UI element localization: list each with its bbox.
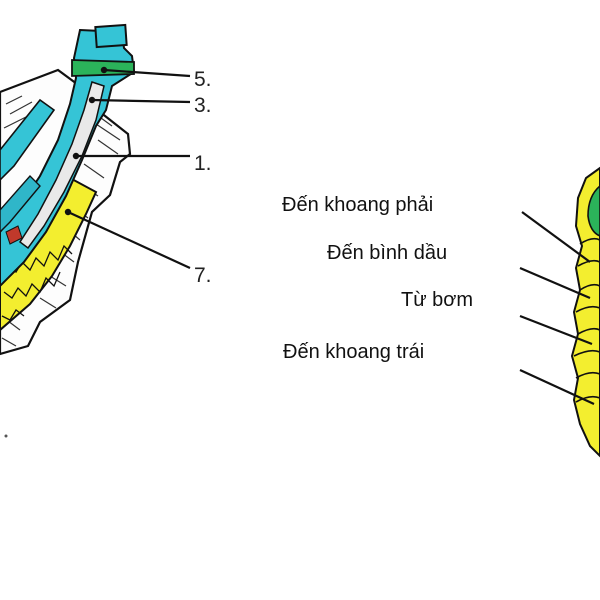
- callout-5: 5.: [194, 68, 212, 91]
- red-detail: [5, 225, 23, 245]
- coil-grooves: [573, 237, 600, 403]
- stray-dot: [4, 434, 8, 438]
- label-from-pump: Từ bơm: [401, 289, 473, 311]
- label-to-left-chamber: Đến khoang trái: [283, 341, 424, 363]
- right-port-body: [519, 166, 600, 458]
- label-to-oil-tank: Đến bình dầu: [327, 242, 447, 264]
- green-port-cap: [587, 184, 600, 237]
- cyan-blade-lower: [0, 174, 41, 233]
- spool-bore: [18, 81, 105, 250]
- callout-1: 1.: [194, 152, 212, 175]
- yellow-sleeve: [0, 176, 98, 332]
- label-to-right-chamber: Đến khoang phải: [282, 194, 433, 216]
- port-leaders: [519, 211, 595, 405]
- left-valve-section: 5. 3. 1. 7.: [0, 23, 212, 438]
- callout-7: 7.: [194, 264, 212, 287]
- yellow-coil-body: [570, 166, 600, 458]
- spool-stem: [94, 23, 128, 49]
- callout-3: 3.: [194, 94, 212, 117]
- callout-leaders: [67, 68, 191, 269]
- callout-dots: [64, 66, 108, 216]
- cyan-blade-left: [0, 98, 56, 182]
